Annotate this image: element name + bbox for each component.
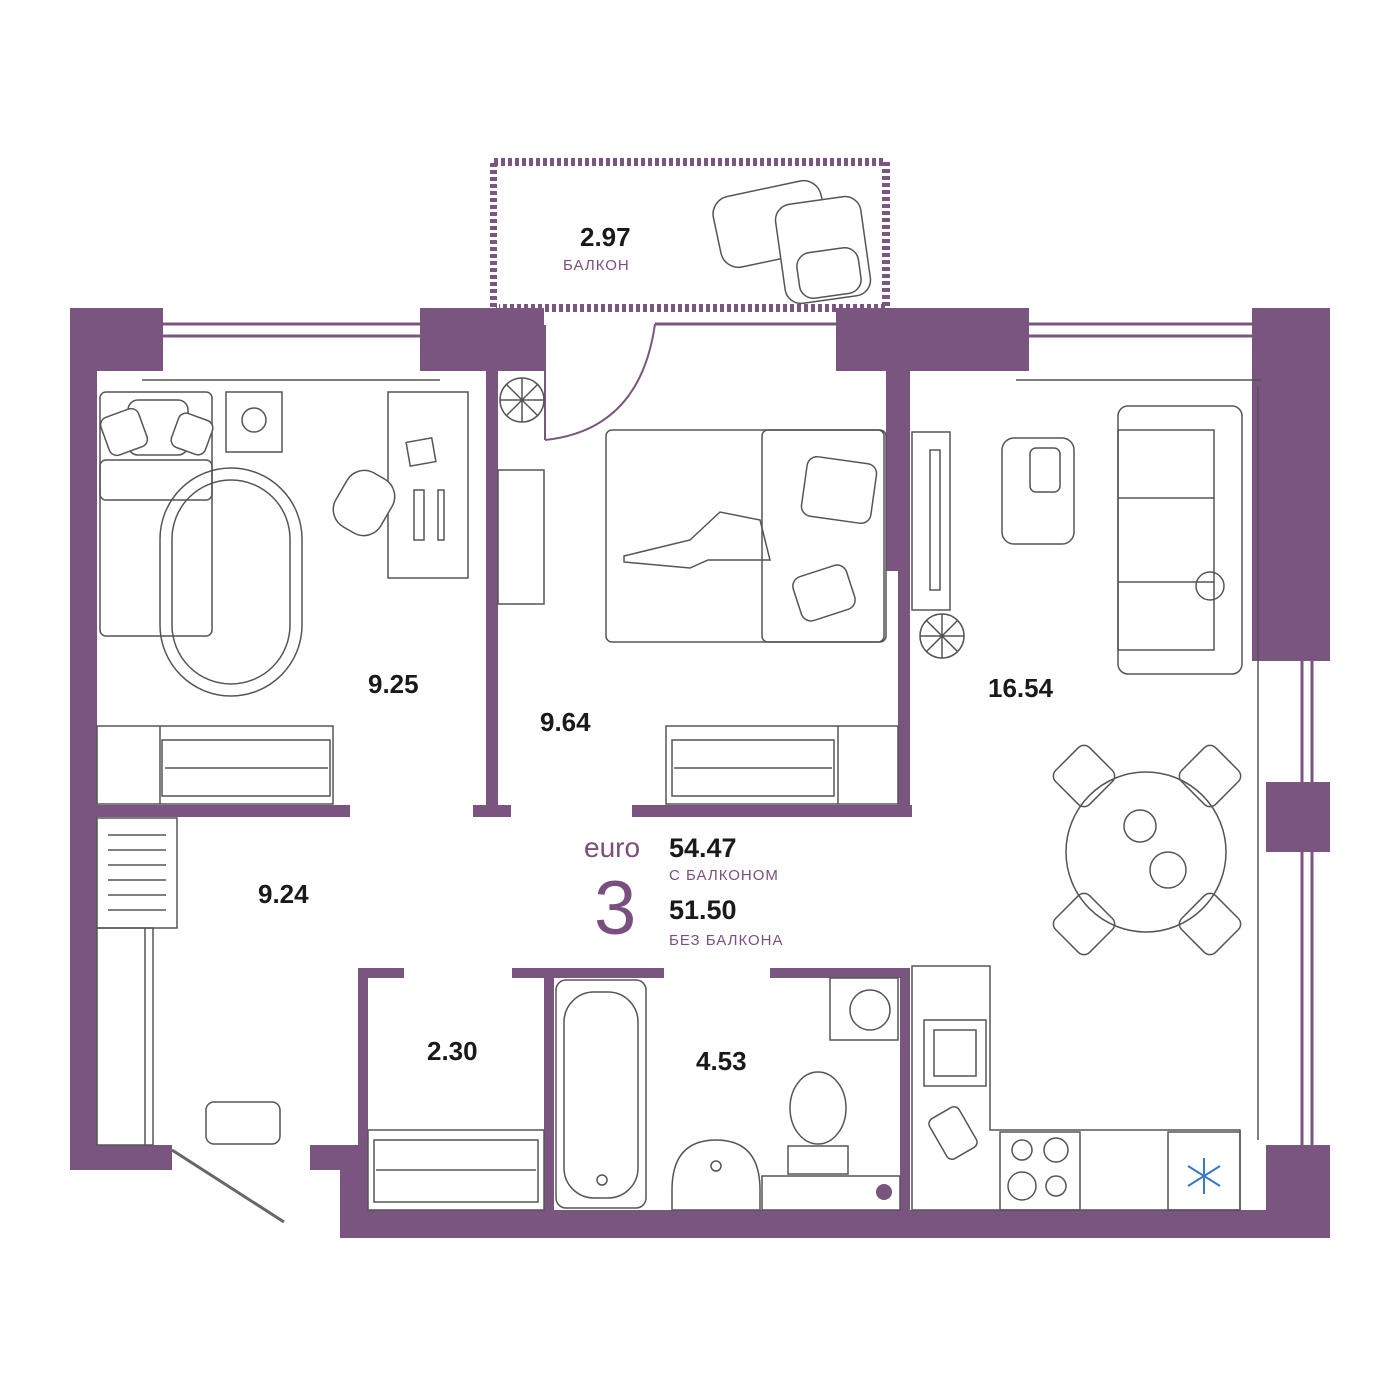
bathroom-area: 4.53: [696, 1046, 747, 1076]
without-balcony-label: БЕЗ БАЛКОНА: [669, 932, 784, 949]
balcony-label: БАЛКОН: [563, 257, 630, 274]
nightstand-icon: [225, 391, 283, 453]
bedroom-left-area: 9.25: [368, 669, 419, 699]
drain-icon: [876, 1184, 892, 1200]
living-kitchen-area: 16.54: [988, 673, 1054, 703]
plant-icon: [919, 613, 965, 659]
balcony-area: 2.97: [580, 222, 631, 252]
rug: [159, 467, 303, 697]
bed-icon: [99, 391, 214, 637]
toilet-icon: [787, 1071, 849, 1175]
bathtub-icon: [555, 979, 647, 1209]
tv-icon: [911, 431, 951, 611]
sofa-icon: [1117, 405, 1243, 675]
office-chair-icon: [332, 469, 396, 537]
wardrobe-icon: [96, 725, 334, 805]
sink-icon: [671, 1139, 761, 1211]
kitchen-sink-icon: [923, 1019, 987, 1087]
desk-icon: [387, 391, 469, 579]
cutting-board-icon: [928, 1106, 978, 1160]
fridge-snowflake-icon: [1167, 1131, 1241, 1211]
hallway-area: 9.24: [258, 879, 309, 909]
rug-inner: [171, 479, 291, 685]
entrance-door[interactable]: [171, 1148, 285, 1224]
shoe-rack-icon: [96, 817, 178, 929]
total-with-balcony: 54.47: [669, 833, 737, 863]
storage-area: 2.30: [427, 1036, 478, 1066]
apartment-rooms-count: 3: [594, 866, 636, 951]
washing-machine-icon: [829, 977, 899, 1041]
bed-icon: [605, 429, 887, 643]
wardrobe-icon: [96, 927, 154, 1146]
total-without-balcony: 51.50: [669, 895, 737, 925]
storage-shelf-icon: [367, 1129, 545, 1211]
cabinet: [761, 1175, 901, 1211]
bedroom-middle-area: 9.64: [540, 707, 591, 737]
wardrobe-icon: [665, 725, 899, 805]
doormat-icon: [205, 1101, 281, 1145]
with-balcony-label: С БАЛКОНОМ: [669, 867, 779, 884]
curtains: [142, 379, 1262, 1140]
walls: [70, 308, 1330, 1238]
coffee-table-icon: [1001, 437, 1075, 545]
balcony: [490, 158, 890, 441]
stove-icon: [999, 1131, 1081, 1211]
windows: [163, 322, 1314, 1145]
kitchen-counter: [911, 965, 1241, 1211]
plant-icon: [499, 377, 545, 423]
dining-table-icon: [1052, 744, 1242, 956]
apartment-type-prefix: euro: [584, 832, 640, 863]
armchair-icon: [712, 179, 872, 305]
shelf-icon: [497, 469, 545, 605]
